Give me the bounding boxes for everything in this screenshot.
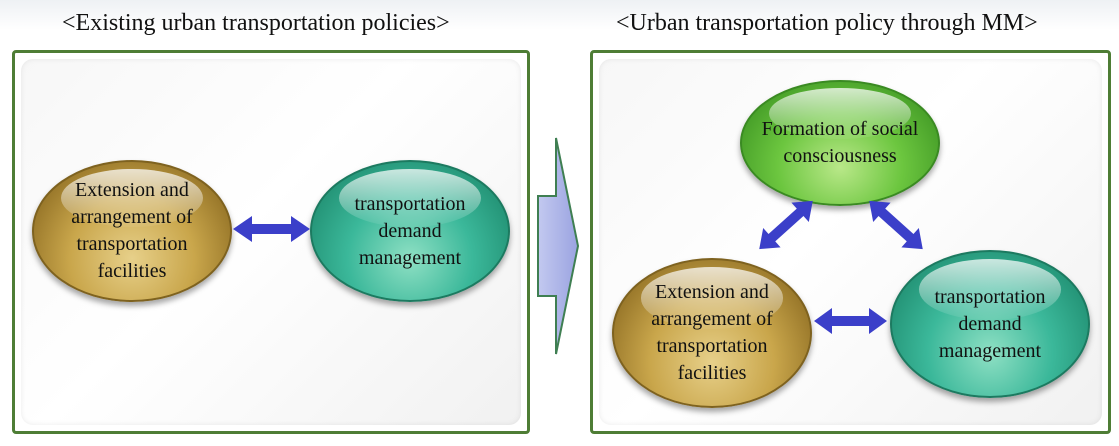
label-line: arrangement of — [651, 308, 773, 330]
label-line: Formation of social — [761, 118, 919, 140]
node-social-consciousness-label: Formation of social consciousness — [762, 116, 919, 170]
node-social-consciousness: Formation of social consciousness — [740, 80, 940, 206]
label-line: consciousness — [783, 145, 897, 167]
node-facilities-right-label: Extension and arrangement of transportat… — [651, 279, 773, 387]
label-line: arrangement of — [71, 206, 193, 228]
node-facilities-left: Extension and arrangement of transportat… — [32, 160, 232, 302]
label-line: transportation — [934, 285, 1046, 308]
label-line: Extension and — [75, 179, 189, 201]
transition-arrow — [537, 137, 580, 355]
node-demand-left-label: transportation demand management — [354, 191, 465, 272]
label-line: facilities — [97, 260, 167, 282]
heading-existing-policies: <Existing urban transportation policies> — [62, 10, 450, 36]
node-demand-right-label: transportation demand management — [934, 284, 1045, 365]
label-line: management — [358, 246, 462, 269]
node-demand-left: transportation demand management — [310, 160, 510, 302]
node-facilities-right: Extension and arrangement of transportat… — [612, 258, 812, 408]
heading-mm-policy: <Urban transportation policy through MM> — [616, 10, 1038, 36]
label-line: transportation — [656, 335, 768, 357]
node-demand-right: transportation demand management — [890, 250, 1090, 398]
label-line: facilities — [677, 362, 747, 384]
label-line: management — [938, 339, 1042, 362]
label-line: demand — [958, 312, 1022, 335]
label-line: Extension and — [655, 281, 769, 303]
label-line: transportation — [354, 192, 466, 215]
node-facilities-left-label: Extension and arrangement of transportat… — [71, 177, 193, 285]
label-line: demand — [378, 219, 442, 242]
label-line: transportation — [76, 233, 188, 255]
